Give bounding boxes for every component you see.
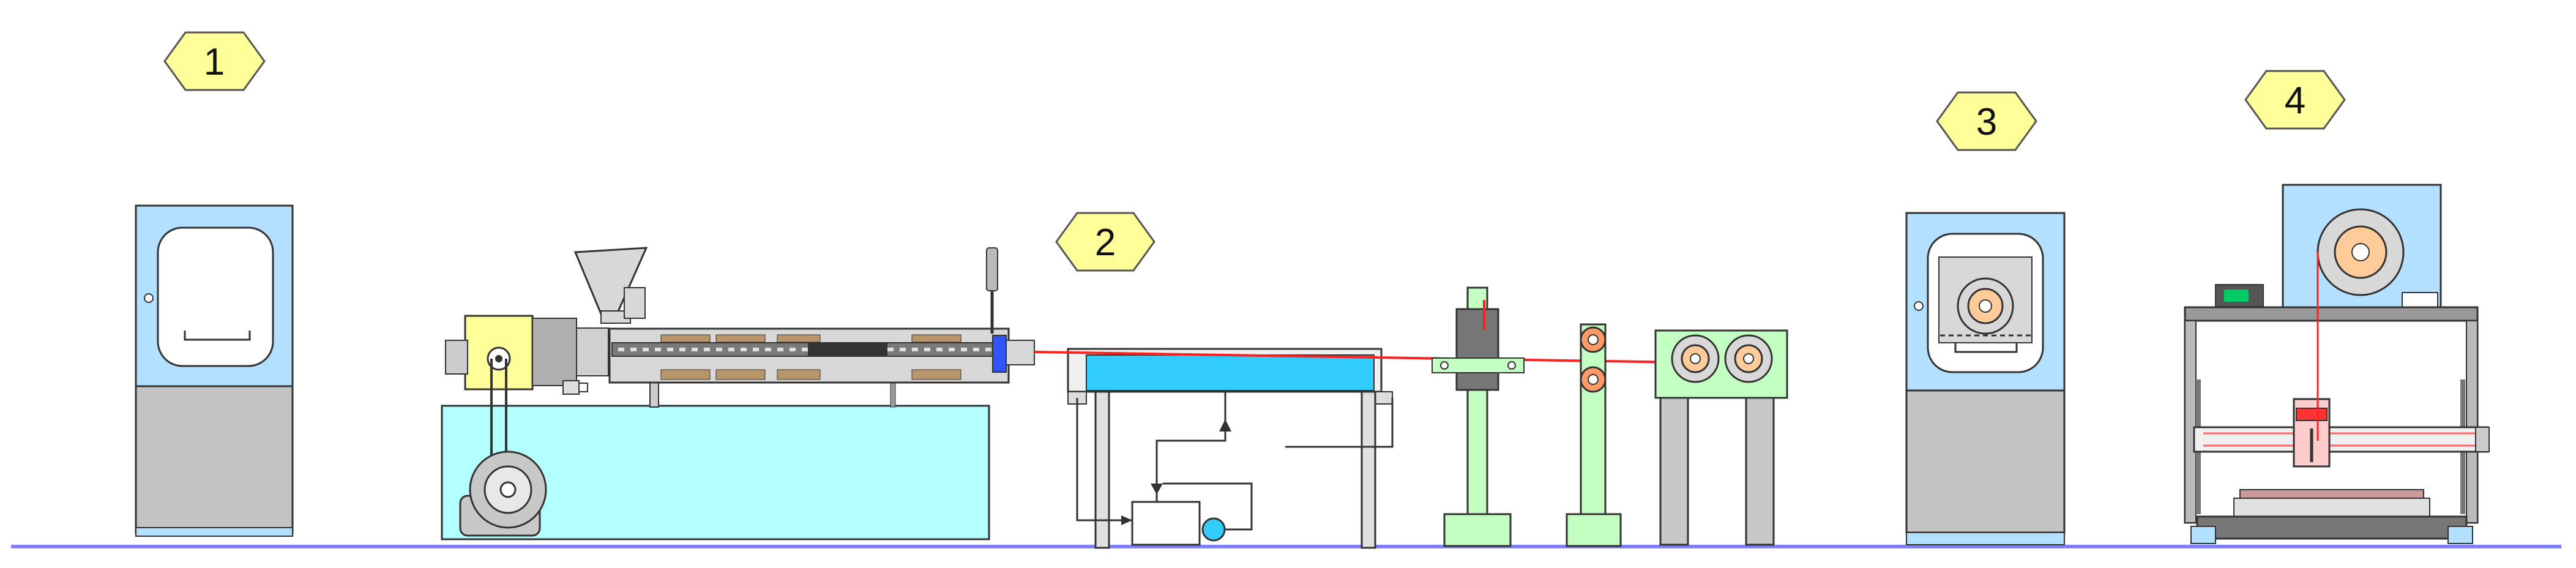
station-1-dryer-cabinet [135, 204, 294, 537]
station-badge-1: 1 [163, 31, 266, 91]
station-4-3d-printer [2184, 184, 2490, 544]
puller-stand [1566, 323, 1622, 547]
station-3-spool-cabinet [1905, 212, 2066, 545]
station-badge-4: 4 [2244, 70, 2346, 130]
station-badge-3: 3 [1936, 91, 2037, 151]
pump [1201, 517, 1226, 542]
cabinet-knob [144, 293, 154, 303]
winder-unit [1654, 329, 1788, 546]
badge-number-4: 4 [2285, 80, 2305, 122]
badge-number-3: 3 [1976, 101, 1997, 143]
water-bath [1067, 348, 1394, 549]
badge-number-1: 1 [204, 41, 225, 83]
station-2-extruder [441, 247, 1035, 540]
station-badge-2: 2 [1055, 212, 1155, 272]
cabinet-window [157, 226, 274, 367]
diameter-gauge-stand [1432, 286, 1525, 547]
pump-reservoir [1131, 501, 1201, 546]
badge-number-2: 2 [1095, 222, 1116, 264]
filament-line [1034, 351, 1681, 364]
